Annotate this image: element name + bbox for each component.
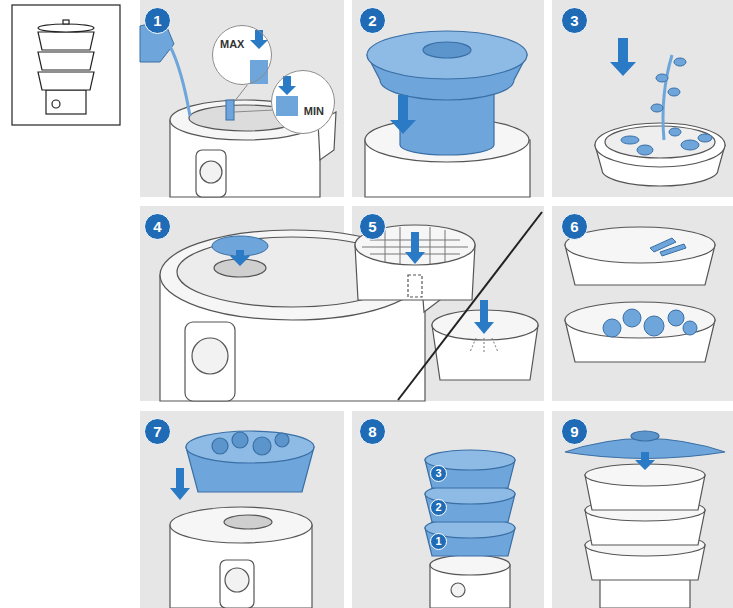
step-badge: 2 — [430, 499, 447, 516]
step-badge: 5 — [359, 213, 386, 240]
step-badge: 7 — [144, 418, 171, 445]
step-number: 4 — [153, 219, 161, 234]
step-number: 1 — [435, 536, 441, 547]
step-badge: 9 — [561, 418, 588, 445]
step-number: 2 — [435, 502, 441, 513]
step-number: 9 — [570, 424, 578, 439]
step-number: 8 — [368, 424, 376, 439]
step-number: 2 — [368, 13, 376, 28]
step-badge: 2 — [359, 7, 386, 34]
level-callout: MIN — [271, 70, 335, 134]
level-label: MAX — [220, 39, 244, 50]
step-badge: 3 — [561, 7, 588, 34]
step-number: 5 — [368, 219, 376, 234]
step-badge: 1 — [430, 533, 447, 550]
step-number: 3 — [570, 13, 578, 28]
step-number: 6 — [570, 219, 578, 234]
step-badge: 6 — [561, 213, 588, 240]
step-badge: 1 — [144, 7, 171, 34]
step-number: 1 — [153, 13, 161, 28]
step-badge: 3 — [430, 465, 447, 482]
step-number: 7 — [153, 424, 161, 439]
level-callout: MAX — [212, 25, 272, 85]
step-number: 3 — [435, 468, 441, 479]
step-badge: 4 — [144, 213, 171, 240]
step-badge: 8 — [359, 418, 386, 445]
level-label: MIN — [304, 106, 324, 117]
